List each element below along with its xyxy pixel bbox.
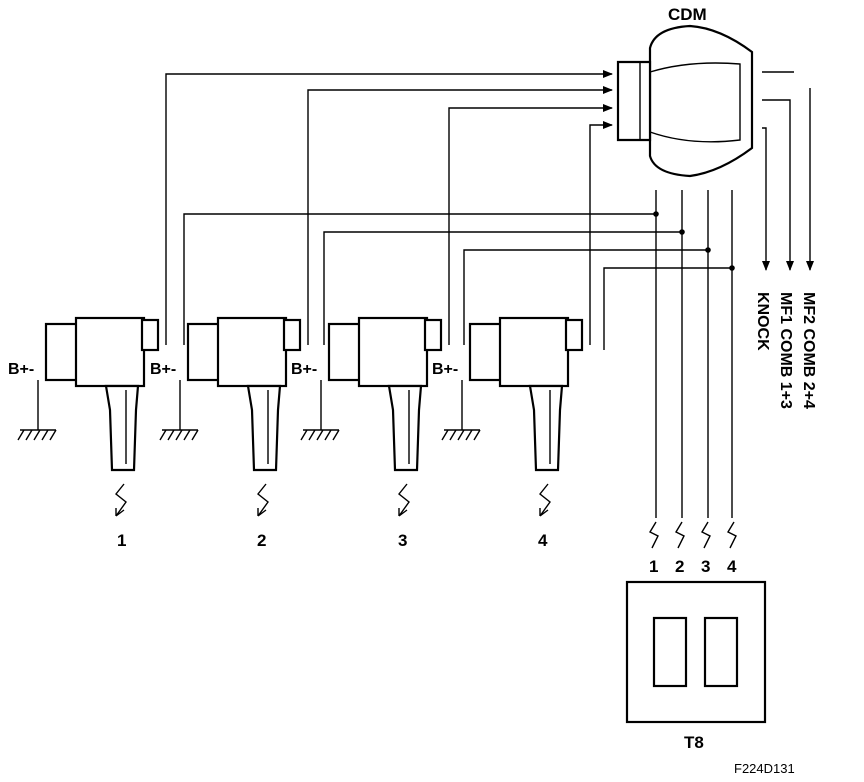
coil-4-label: 4	[538, 531, 548, 550]
mf1-comb-label: MF1 COMB 1+3	[777, 292, 794, 409]
t8-channel-1-label: 1	[649, 557, 658, 576]
ignition-coil-4	[441, 316, 584, 517]
cdm-label: CDM	[668, 5, 707, 24]
coil-4-power-label: B+-	[432, 361, 458, 378]
ignition-coil-1	[17, 316, 160, 517]
t8-signal-lines	[183, 190, 735, 518]
t8-channel-2-label: 2	[675, 557, 684, 576]
coil-2-label: 2	[257, 531, 266, 550]
figure-id: F224D131	[734, 761, 795, 776]
cdm-output-lines	[762, 71, 814, 271]
ignition-coil-2	[159, 316, 302, 517]
coil-3-power-label: B+-	[291, 361, 317, 378]
control-lines	[165, 70, 613, 345]
mf2-comb-label: MF2 COMB 2+4	[800, 292, 817, 409]
t8-spark-symbols	[649, 521, 737, 549]
t8-channel-3-label: 3	[701, 557, 710, 576]
coil-1-power-label: B+-	[8, 361, 34, 378]
coil-2-power-label: B+-	[150, 361, 176, 378]
t8-channel-4-label: 4	[727, 557, 737, 576]
ignition-coil-3	[300, 316, 443, 517]
t8-tester	[625, 580, 767, 724]
cdm-module	[616, 24, 754, 178]
knock-label: KNOCK	[754, 292, 771, 351]
t8-label: T8	[684, 733, 704, 752]
coil-3-label: 3	[398, 531, 407, 550]
coil-1-label: 1	[117, 531, 126, 550]
